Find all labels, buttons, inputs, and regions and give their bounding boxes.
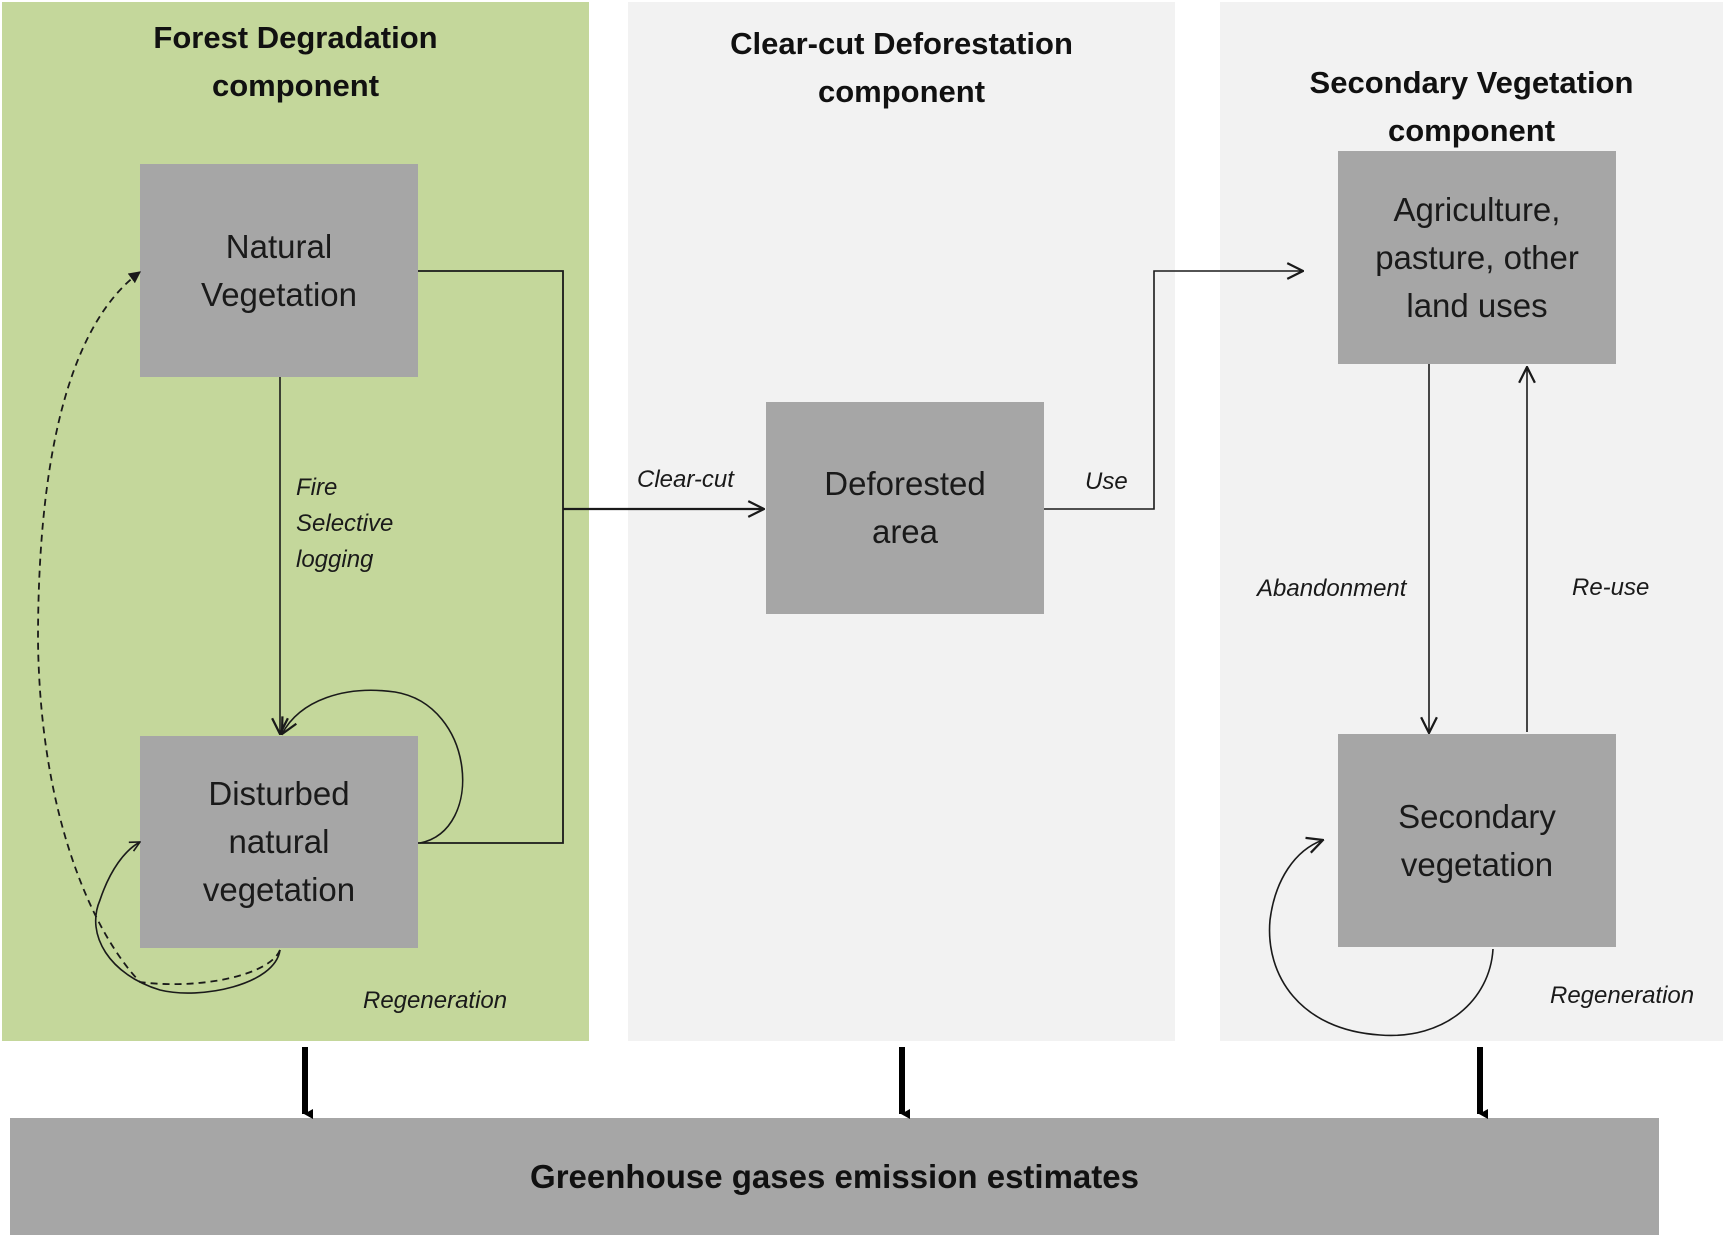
node-text: land uses	[1406, 286, 1548, 324]
label-selective: Selective	[296, 510, 394, 537]
node-text: pasture, other	[1375, 238, 1579, 276]
forest-degradation-title-line1: Forest Degradation	[153, 20, 438, 55]
clearcut-deforestation-panel: Clear-cut Deforestation component	[628, 2, 1175, 1041]
node-natural-vegetation: Natural Vegetation	[140, 164, 418, 377]
node-text: Disturbed	[208, 775, 350, 812]
clearcut-deforestation-title: Clear-cut Deforestation component	[628, 20, 1175, 116]
secondary-vegetation-title: Secondary Vegetation component	[1220, 59, 1723, 155]
label-reuse: Re-use	[1572, 574, 1650, 601]
forest-degradation-title-line2: component	[211, 68, 380, 103]
node-deforested-area: Deforested area	[766, 402, 1044, 614]
label-logging: logging	[296, 546, 374, 573]
node-text: vegetation	[202, 871, 356, 908]
label-regeneration-forest: Regeneration	[363, 987, 508, 1014]
label-clear-cut: Clear-cut	[637, 466, 734, 493]
node-text: Vegetation	[201, 275, 357, 313]
node-text: Secondary	[1398, 797, 1556, 835]
label-abandonment: Abandonment	[1257, 575, 1407, 602]
secondary-title-line2: component	[1387, 113, 1556, 148]
node-text: area	[871, 513, 939, 550]
node-text: Deforested	[824, 465, 986, 502]
ghg-label: Greenhouse gases emission estimates	[530, 1157, 1139, 1195]
clearcut-title-line1: Clear-cut Deforestation	[730, 26, 1073, 61]
node-text: vegetation	[1400, 845, 1554, 883]
node-text: natural	[228, 823, 330, 860]
node-ghg-emission-estimates: Greenhouse gases emission estimates	[10, 1118, 1659, 1235]
forest-degradation-title: Forest Degradation component	[2, 14, 589, 110]
clearcut-title-line2: component	[817, 74, 986, 109]
node-secondary-vegetation: Secondary vegetation	[1338, 734, 1616, 947]
node-text: Natural	[225, 227, 333, 265]
node-agriculture-pasture-other: Agriculture, pasture, other land uses	[1338, 151, 1616, 364]
label-fire: Fire	[296, 474, 338, 501]
label-use: Use	[1085, 468, 1128, 495]
secondary-title-line1: Secondary Vegetation	[1309, 65, 1634, 100]
label-degradation-drivers: Fire Selective logging	[296, 470, 393, 578]
node-text: Agriculture,	[1393, 190, 1561, 228]
label-regeneration-secondary: Regeneration	[1550, 982, 1695, 1009]
node-disturbed-natural-vegetation: Disturbed natural vegetation	[140, 736, 418, 948]
